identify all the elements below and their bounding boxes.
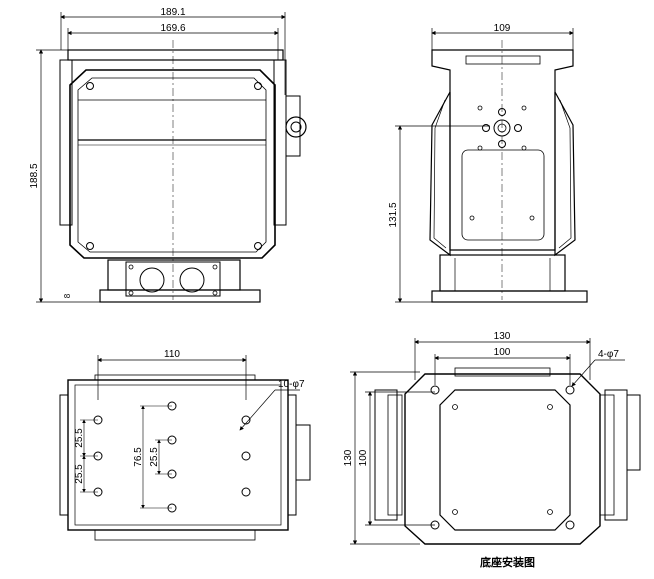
dim-base-outer-width: 130 [494, 331, 511, 342]
dim-spacing-d: 25.5 [149, 447, 160, 467]
base-caption: 底座安装图 [480, 555, 535, 569]
dim-spacing-b: 25.5 [74, 464, 85, 484]
front-view: 189.1 169.6 188.5 8 [29, 7, 307, 303]
dim-base-inner-height: 100 [358, 449, 369, 466]
dim-bottom-holes: 10-φ7 [278, 379, 305, 390]
dim-base-holes: 4-φ7 [598, 349, 619, 360]
dim-height: 188.5 [29, 163, 40, 188]
dim-top-width: 109 [494, 23, 511, 34]
dim-spacing-c: 76.5 [133, 447, 144, 467]
dim-base-outer-height: 130 [343, 449, 354, 466]
dim-base-small: 8 [63, 293, 72, 298]
dim-bottom-width: 110 [164, 349, 180, 360]
bottom-view: 110 10-φ7 25.5 25.5 [59, 349, 311, 541]
dim-overall-width: 189.1 [160, 7, 185, 18]
dim-spacing-a: 25.5 [74, 428, 85, 448]
dim-base-inner-width: 100 [494, 347, 511, 358]
base-view: 130 100 130 100 4-φ7 [343, 331, 641, 569]
dim-side-height: 131.5 [388, 202, 399, 227]
side-view: 109 131.5 [388, 23, 588, 303]
dim-inner-width: 169.6 [160, 23, 185, 34]
